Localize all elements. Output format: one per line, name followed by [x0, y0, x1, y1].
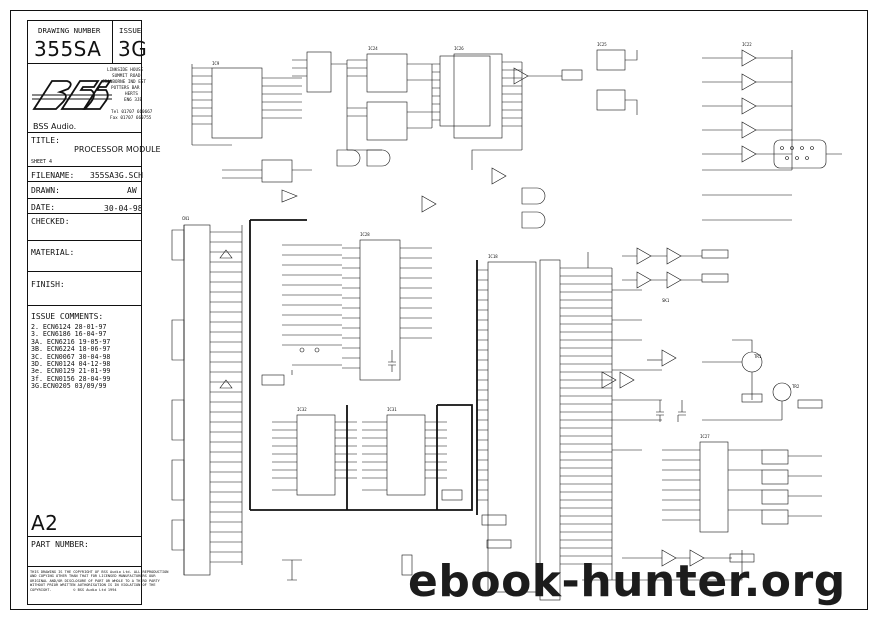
bss-logo-icon — [32, 80, 112, 110]
part-number-label: PART NUMBER: — [31, 540, 89, 549]
date-value: 30-04-98 — [104, 204, 143, 213]
address-bus — [249, 219, 478, 515]
drawn-label: DRAWN: — [31, 186, 60, 195]
row-line — [28, 181, 141, 182]
row-line — [28, 536, 141, 537]
svg-text:CN1: CN1 — [182, 216, 190, 221]
copyright-notice: THIS DRAWING IS THE COPYRIGHT OF BSS Aud… — [30, 570, 169, 592]
row-line — [28, 305, 141, 306]
issue-value: 3G — [118, 37, 148, 61]
logic-gates — [222, 149, 546, 229]
drawn-value: AW — [127, 186, 137, 195]
issue-label: ISSUE — [119, 26, 142, 35]
filename-label: FILENAME: — [31, 171, 75, 180]
issue-comment: 3D. ECN0124 04-12-98 — [31, 360, 111, 369]
svg-text:TR2: TR2 — [792, 384, 800, 389]
fax: Fax 01707 660755 — [110, 116, 152, 121]
drawing-frame — [10, 10, 868, 610]
row-line — [28, 166, 141, 167]
date-label: DATE: — [31, 203, 56, 212]
svg-text:IC27: IC27 — [700, 434, 710, 439]
memory-chip — [282, 239, 432, 381]
title-label: TITLE: — [31, 136, 60, 145]
sheet-number: SHEET 4 — [31, 159, 53, 165]
tel: Tel 01707 660667 — [111, 110, 153, 115]
left-connectors — [171, 224, 243, 576]
svg-text:IC18: IC18 — [488, 254, 498, 259]
microcontroller — [477, 252, 662, 601]
drawing-number: 355SA — [34, 37, 102, 61]
issue-comment: 2. ECN6124 28-01-97 — [31, 323, 107, 331]
address-line: HERTS — [125, 92, 138, 97]
ic-block — [191, 51, 347, 146]
title-block: DRAWING NUMBER ISSUE 355SA 3G LINKSIDE H… — [27, 20, 168, 605]
row-line — [28, 213, 141, 214]
issue-comments-list: 2. ECN6124 28-01-97 3. ECN6186 16-04-97 … — [31, 323, 111, 391]
issue-comment: 3A. ECN6216 19-05-97 — [31, 337, 111, 346]
issue-comment: 3e. ECN0129 21-01-99 — [31, 367, 111, 376]
row-line — [28, 198, 141, 199]
issue-comment: 3C. ECN0067 30-04-98 — [31, 352, 111, 361]
material-label: MATERIAL: — [31, 248, 75, 257]
svg-text:TR1: TR1 — [754, 354, 762, 359]
address-line: POTTERS BAR — [111, 86, 140, 91]
address-line: EN6 3JB — [124, 98, 143, 103]
flipflop-block — [346, 53, 523, 170]
drawing-number-label: DRAWING NUMBER — [38, 26, 101, 35]
issue-comment: 3f. ECN0156 28-04-99 — [31, 374, 111, 383]
output-drivers — [601, 247, 823, 421]
line-drivers — [513, 49, 842, 221]
svg-text:IC31: IC31 — [387, 407, 397, 412]
passives — [261, 350, 686, 581]
issue-comments-label: ISSUE COMMENTS: — [31, 312, 104, 321]
svg-text:IC24: IC24 — [368, 46, 378, 51]
row-line — [28, 240, 141, 241]
sram-chips — [272, 414, 447, 496]
finish-label: FINISH: — [31, 280, 65, 289]
row-line — [28, 63, 141, 64]
row-line — [28, 566, 141, 567]
filename-value: 355SA3G.SCH — [90, 171, 143, 180]
address-line: CRANBORNE IND EST — [102, 80, 146, 85]
component-labels: IC9 IC24 IC26 IC28 IC18 IC32 IC31 IC27 I… — [182, 42, 800, 439]
schematic-area: IC9 IC24 IC26 IC28 IC18 IC32 IC31 IC27 I… — [171, 42, 842, 601]
issue-comment: 3G.ECN0205 03/09/99 — [31, 382, 107, 391]
svg-text:IC26: IC26 — [454, 46, 464, 51]
title-value: PROCESSOR MODULE — [74, 145, 161, 154]
sheet-size: A2 — [31, 511, 59, 535]
svg-text:SK1: SK1 — [662, 298, 670, 303]
issue-comment: 3B. ECN6224 18-06-97 — [31, 345, 111, 354]
svg-text:IC22: IC22 — [742, 42, 752, 47]
issue-divider — [112, 21, 113, 63]
svg-text:IC25: IC25 — [597, 42, 607, 47]
svg-text:IC9: IC9 — [212, 61, 220, 66]
issue-comment: 3. ECN6186 16-04-97 — [31, 330, 107, 339]
row-line — [28, 132, 141, 133]
row-line — [28, 271, 141, 272]
svg-text:IC28: IC28 — [360, 232, 370, 237]
address-line: LINKSIDE HOUSE — [107, 68, 144, 73]
company-name: BSS Audio. — [33, 122, 77, 131]
svg-text:IC32: IC32 — [297, 407, 307, 412]
right-lower-ic — [582, 441, 822, 581]
watermark-text: ebook-hunter.org — [408, 556, 846, 607]
checked-label: CHECKED: — [31, 217, 70, 226]
address-line: SUMMIT ROAD — [112, 74, 141, 79]
